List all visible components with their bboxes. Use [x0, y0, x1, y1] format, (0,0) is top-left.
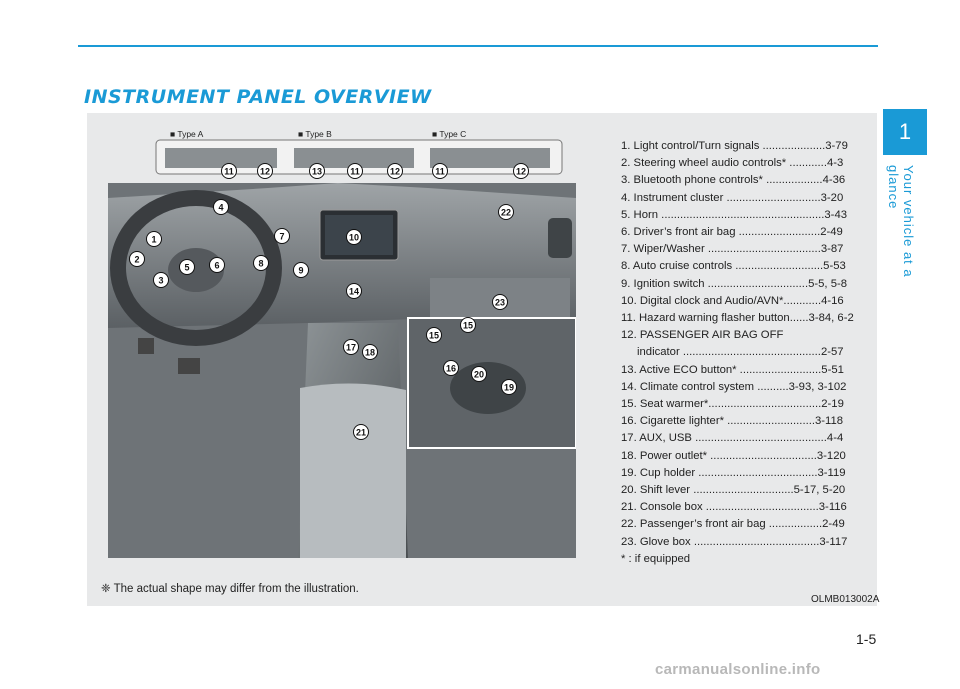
list-item: 9. Ignition switch .....................…: [621, 277, 848, 290]
page-title: INSTRUMENT PANEL OVERVIEW: [84, 86, 432, 108]
type-label: ■ Type B: [298, 129, 332, 139]
callout-badge: [460, 317, 476, 333]
list-item: 19. Cup holder .........................…: [621, 466, 846, 479]
callout-number: 21: [356, 428, 366, 438]
figure-code: OLMB013002A: [811, 594, 880, 605]
list-item: 17. AUX, USB ...........................…: [621, 432, 844, 445]
callout-badge: [221, 163, 237, 179]
callout-badge: [257, 163, 273, 179]
callout-number: 8: [258, 259, 263, 269]
list-item: 13. Active ECO button* .................…: [621, 363, 844, 376]
chapter-tab: 1: [883, 109, 927, 155]
chapter-title: Your vehicle at a glance: [886, 165, 916, 278]
list-item: indicator ..............................…: [637, 346, 844, 359]
callout-number: 15: [429, 331, 439, 341]
list-item: 20. Shift lever ........................…: [621, 484, 846, 497]
callout-number: 17: [346, 343, 356, 353]
list-item: 12. PASSENGER AIR BAG OFF: [621, 329, 784, 342]
page-number: 1-5: [856, 631, 877, 647]
callout-number: 9: [298, 266, 303, 276]
callout-badge: [432, 163, 448, 179]
callout-badge: [492, 294, 508, 310]
callout-badge: [387, 163, 403, 179]
callout-badge: [498, 204, 514, 220]
type-label: ■ Type C: [432, 129, 466, 139]
list-item: 5. Horn ................................…: [621, 208, 848, 221]
callout-badge: [346, 229, 362, 245]
list-item: 7. Wiper/Washer ........................…: [621, 243, 844, 256]
callout-badge: [426, 327, 442, 343]
callout-number: 12: [516, 167, 526, 177]
list-item: 6. Driver’s front air bag ..............…: [621, 226, 843, 239]
callout-number: 5: [184, 263, 189, 273]
callout-number: 15: [463, 321, 473, 331]
callout-number: 1: [151, 235, 156, 245]
list-item: 10. Digital clock and Audio/AVN*........…: [621, 294, 844, 307]
callout-number: 6: [214, 261, 219, 271]
list-item: 4. Instrument cluster ..................…: [621, 191, 844, 204]
callout-number: 16: [446, 364, 456, 374]
callout-badge: [353, 424, 369, 440]
callout-badge: [309, 163, 325, 179]
callout-number: 11: [224, 167, 234, 177]
callout-badge: [209, 257, 225, 273]
callout-number: 7: [279, 232, 284, 242]
callout-number: 23: [495, 298, 505, 308]
callout-badge: [213, 199, 229, 215]
callout-badge: [129, 251, 145, 267]
callout-badge: [293, 262, 309, 278]
watermark: carmanualsonline.info: [655, 661, 821, 678]
list-item: 23. Glove box ..........................…: [621, 535, 848, 548]
list-item: 8. Auto cruise controls ................…: [621, 260, 846, 273]
list-item: 16. Cigarette lighter* .................…: [621, 415, 844, 428]
callout-number: 3: [158, 276, 163, 286]
callout-badge: [343, 339, 359, 355]
callout-number: 4: [218, 203, 223, 213]
callout-number: 12: [260, 167, 270, 177]
header-rule: [78, 45, 878, 47]
callout-badge: [443, 360, 459, 376]
callout-badge: [501, 379, 517, 395]
callout-number: 14: [349, 287, 359, 297]
list-item: 2. Steering wheel audio controls* ......…: [621, 157, 844, 170]
steering-wheel: [110, 190, 282, 346]
callout-number: 20: [474, 370, 484, 380]
callout-number: 11: [435, 167, 445, 177]
callout-badge: [471, 366, 487, 382]
list-item: 15. Seat warmer*........................…: [621, 398, 844, 411]
component-list: 1. Light control/Turn signals ..........…: [621, 138, 883, 568]
callout-number: 2: [134, 255, 139, 265]
callout-badge: [362, 344, 378, 360]
callout-number: 22: [501, 208, 511, 218]
list-item: 21. Console box ........................…: [621, 501, 847, 514]
callout-badge: [179, 259, 195, 275]
callout-badge: [346, 283, 362, 299]
illustration-note: ❈ The actual shape may differ from the i…: [101, 583, 359, 595]
callout-number: 11: [350, 167, 360, 177]
callout-number: 18: [365, 348, 375, 358]
callout-badge: [274, 228, 290, 244]
callout-number: 19: [504, 383, 514, 393]
callout-badge: [146, 231, 162, 247]
list-item: 3. Bluetooth phone controls* ...........…: [621, 174, 846, 187]
list-item: 18. Power outlet* ......................…: [621, 449, 846, 462]
type-label: ■ Type A: [170, 129, 204, 139]
callout-badge: [253, 255, 269, 271]
callout-number: 10: [349, 233, 359, 243]
list-item: 14. Climate control system ..........3-9…: [621, 380, 847, 393]
list-item: 1. Light control/Turn signals ..........…: [621, 140, 848, 152]
callout-number: 12: [390, 167, 400, 177]
callout-badge: [347, 163, 363, 179]
callout-number: 13: [312, 167, 322, 177]
right-vent: [548, 218, 572, 258]
callout-badge: [153, 272, 169, 288]
list-item: 11. Hazard warning flasher button......3…: [621, 312, 854, 325]
list-item: * : if equipped: [621, 552, 691, 565]
list-item: 22. Passenger’s front air bag ..........…: [621, 518, 845, 531]
callout-badge: [513, 163, 529, 179]
